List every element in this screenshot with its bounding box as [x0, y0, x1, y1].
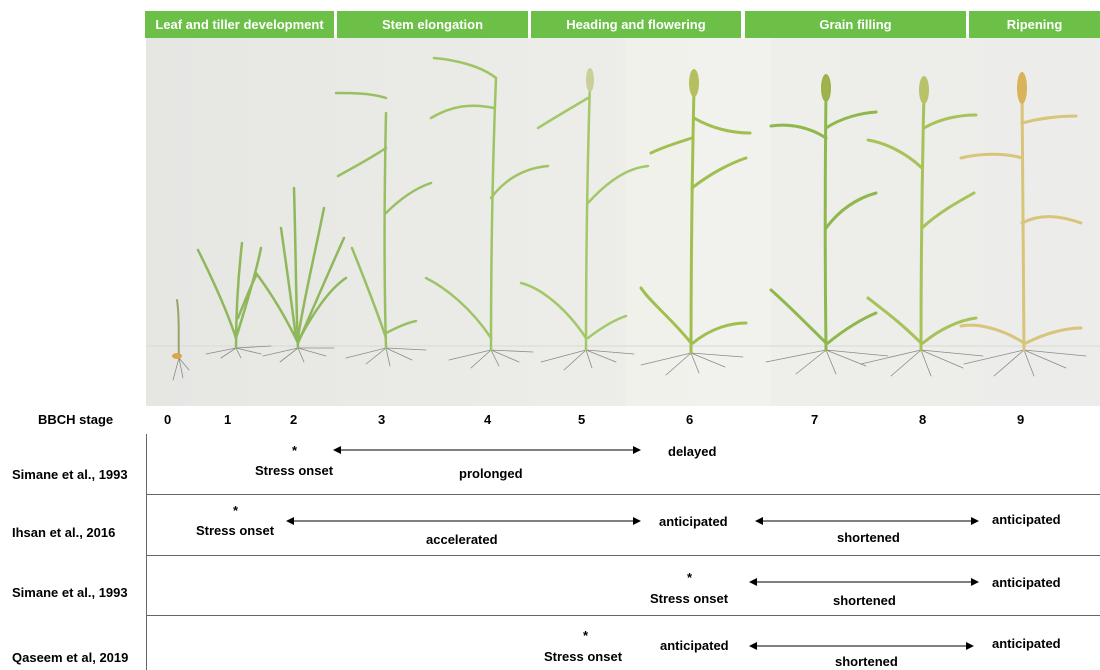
stage-label: Ripening	[1006, 17, 1063, 32]
end-label-anticipated: anticipated	[992, 512, 1061, 527]
end-label-delayed: delayed	[668, 444, 717, 459]
bbch-value: 3	[378, 412, 386, 427]
row-divider	[146, 555, 1100, 556]
stress-onset-marker: *	[583, 628, 589, 643]
bbch-value: 8	[919, 412, 927, 427]
stress-onset-label: Stress onset	[650, 591, 729, 606]
bbch-value: 4	[484, 412, 492, 427]
stage-bar-grain-filling: Grain filling	[745, 11, 966, 38]
bbch-value: 6	[686, 412, 694, 427]
phase-label-shortened: shortened	[833, 593, 896, 608]
bbch-stage-title: BBCH stage	[38, 412, 114, 427]
bbch-value: 0	[164, 412, 172, 427]
stage-label: Leaf and tiller development	[155, 17, 324, 32]
stage-bar-heading-flowering: Heading and flowering	[531, 11, 741, 38]
bbch-value: 5	[578, 412, 586, 427]
stage-bar-stem-elongation: Stem elongation	[337, 11, 528, 38]
end-label-anticipated: anticipated	[992, 636, 1061, 651]
stress-onset-label: Stress onset	[544, 649, 623, 664]
phase-label-shortened: shortened	[837, 530, 900, 545]
end-label-anticipated: anticipated	[659, 514, 728, 529]
bbch-value: 9	[1017, 412, 1025, 427]
stage-bar-leaf-tiller: Leaf and tiller development	[145, 11, 334, 38]
stage-label: Heading and flowering	[566, 17, 706, 32]
phase-label-prolonged: prolonged	[459, 466, 523, 481]
row-divider	[146, 615, 1100, 616]
end-label-anticipated: anticipated	[660, 638, 729, 653]
row-citation: Simane et al., 1993	[12, 467, 128, 482]
stress-onset-label: Stress onset	[196, 523, 275, 538]
row-citation: Ihsan et al., 2016	[12, 525, 116, 540]
stage-label: Stem elongation	[381, 17, 484, 32]
stress-onset-marker: *	[687, 570, 693, 585]
stage-label: Grain filling	[819, 17, 892, 32]
bbch-value: 1	[224, 412, 232, 427]
phase-label-shortened: shortened	[835, 654, 898, 669]
bbch-value: 2	[290, 412, 298, 427]
row-citation: Simane et al., 1993	[12, 585, 128, 600]
phase-label-accelerated: accelerated	[426, 532, 498, 547]
stress-onset-marker: *	[233, 503, 239, 518]
table-left-border	[146, 434, 147, 670]
stress-onset-label: Stress onset	[255, 463, 334, 478]
stress-onset-marker: *	[292, 443, 298, 458]
end-label-anticipated: anticipated	[992, 575, 1061, 590]
wheat-growth-illustration	[146, 38, 1100, 406]
row-citation: Qaseem et al, 2019	[12, 650, 129, 665]
row-divider	[146, 494, 1100, 495]
stage-bar-ripening: Ripening	[969, 11, 1100, 38]
bbch-value: 7	[811, 412, 819, 427]
